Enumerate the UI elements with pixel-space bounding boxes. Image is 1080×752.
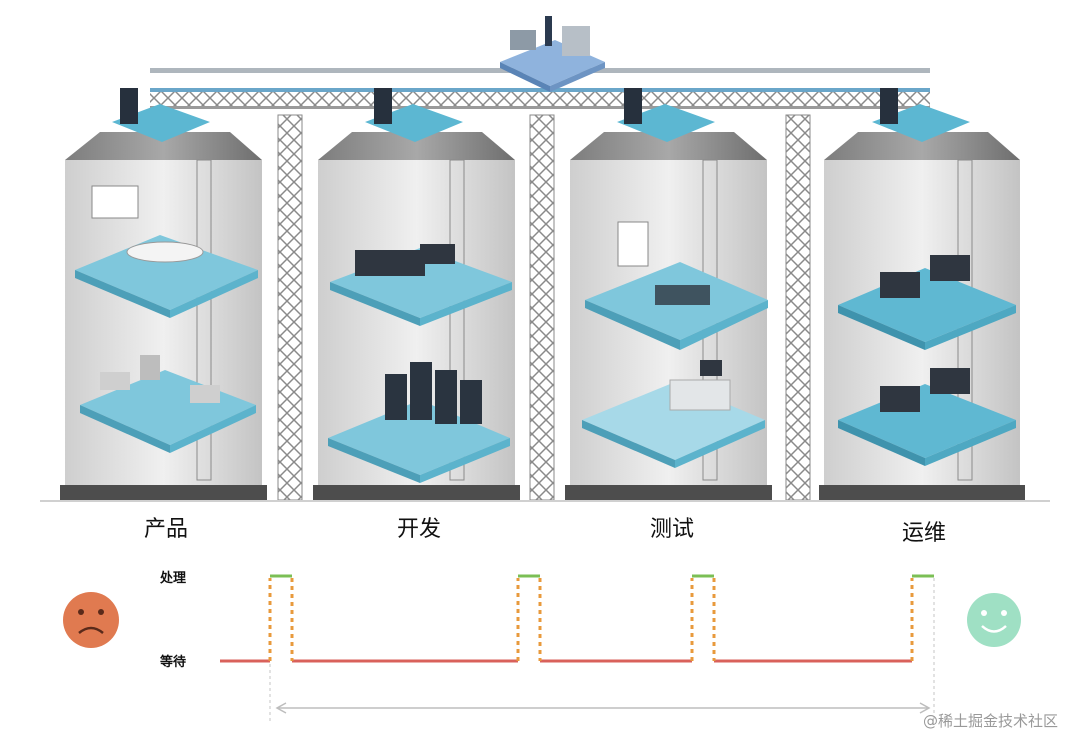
watermark: @稀土掘金技术社区 (923, 712, 1058, 730)
silo-development (313, 88, 520, 500)
ground-line (40, 500, 1050, 502)
stage-label-development: 开发 (397, 517, 441, 542)
silo-product (60, 88, 267, 500)
silo-testing (565, 88, 772, 500)
wait-label: 等待 (159, 654, 186, 670)
stage-label-product: 产品 (144, 517, 188, 542)
silo-operations (819, 88, 1025, 500)
timeline-waveform (220, 574, 934, 663)
support-towers (277, 114, 811, 501)
sad-face-icon (63, 592, 119, 648)
stage-label-testing: 测试 (650, 517, 694, 542)
happy-face-icon (967, 593, 1021, 647)
stage-label-operations: 运维 (902, 521, 946, 546)
duration-arrow (269, 578, 935, 722)
process-label: 处理 (159, 570, 186, 586)
overhead-bridge (150, 16, 930, 109)
